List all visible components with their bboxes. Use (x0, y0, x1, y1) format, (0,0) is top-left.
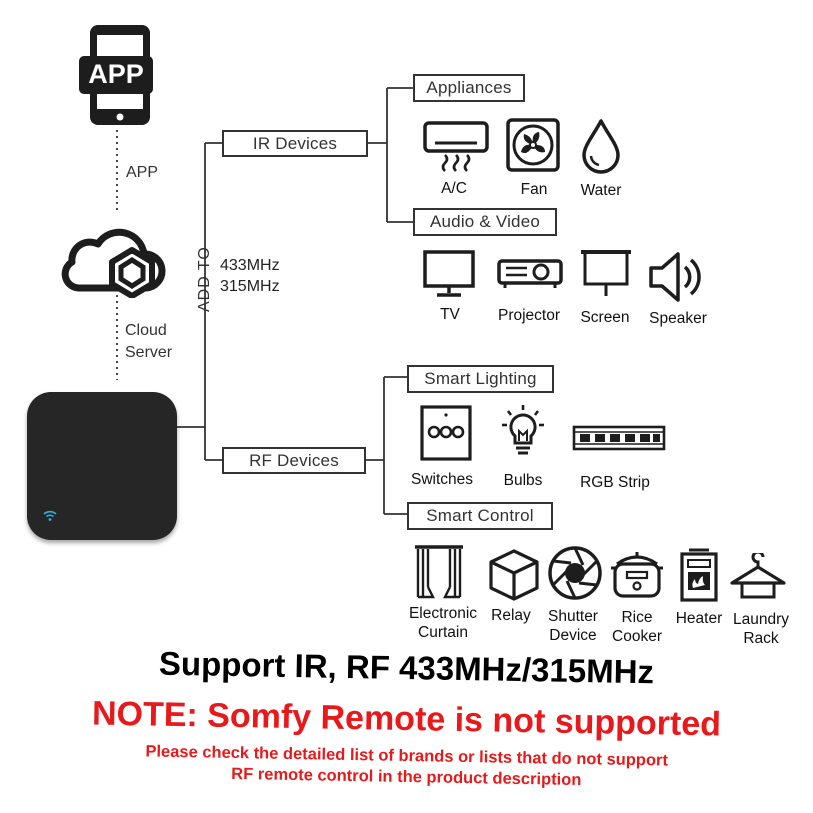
control-label-rice-line2: Cooker (605, 627, 669, 646)
audio-video-box: Audio & Video (413, 208, 557, 236)
frequency-label: 433MHz 315MHz (220, 255, 280, 297)
app-icon-text: APP (79, 59, 153, 90)
curtain-icon (413, 543, 465, 606)
projection-screen-icon (579, 248, 633, 305)
control-label-relay-line1: Relay (484, 606, 538, 625)
lighting-label-switches: Switches (402, 470, 482, 489)
av-label-tv: TV (430, 305, 470, 324)
av-label-speaker: Speaker (640, 309, 716, 328)
control-label-curtain-line1: Electronic (398, 604, 488, 623)
control-label-curtain: Electronic Curtain (398, 604, 488, 642)
relay-cube-icon (488, 548, 540, 607)
control-label-shutter-line1: Shutter (538, 607, 608, 626)
control-label-rice-cooker: Rice Cooker (605, 608, 669, 646)
control-label-heater: Heater (668, 609, 730, 628)
appliance-label-fan: Fan (508, 180, 560, 199)
tv-icon (423, 250, 475, 303)
cloud-label-line1: Cloud (125, 320, 172, 342)
lighting-label-rgb-strip: RGB Strip (568, 473, 662, 492)
appliance-label-water: Water (571, 181, 631, 200)
av-label-projector: Projector (483, 306, 575, 325)
cloud-server-label: Cloud Server (125, 320, 172, 364)
smart-lighting-box: Smart Lighting (407, 365, 554, 393)
projector-icon (497, 257, 563, 294)
wifi-led-icon (43, 510, 57, 522)
rice-cooker-icon (609, 546, 665, 607)
control-label-laundry-line2: Rack (726, 629, 796, 648)
control-label-laundry-rack: Laundry Rack (726, 610, 796, 648)
smart-control-box: Smart Control (407, 502, 553, 530)
rgb-strip-icon (572, 425, 666, 456)
wall-switch-icon (420, 405, 472, 466)
control-label-laundry-line1: Laundry (726, 610, 796, 629)
shutter-aperture-icon (547, 545, 603, 606)
phone-app-icon: APP (79, 24, 153, 128)
rf-devices-box: RF Devices (222, 447, 366, 474)
control-label-curtain-line2: Curtain (398, 623, 488, 642)
cloud-label-line2: Server (125, 342, 172, 364)
ir-rf-hub-device (27, 392, 177, 540)
control-label-shutter: Shutter Device (538, 607, 608, 645)
heater-icon (679, 548, 719, 609)
appliance-label-ac: A/C (426, 179, 482, 198)
laundry-rack-hanger-icon (728, 553, 788, 606)
frequency-433: 433MHz (220, 255, 280, 276)
control-label-shutter-line2: Device (538, 626, 608, 645)
appliances-box: Appliances (413, 74, 525, 102)
air-conditioner-icon (423, 121, 489, 178)
frequency-315: 315MHz (220, 276, 280, 297)
speaker-icon (648, 250, 706, 309)
control-label-heater-line1: Heater (668, 609, 730, 628)
control-label-relay: Relay (484, 606, 538, 625)
light-bulb-icon (500, 403, 546, 466)
ir-devices-box: IR Devices (222, 130, 368, 157)
app-link-label: APP (126, 162, 158, 184)
add-to-label: ADD TO (196, 246, 214, 312)
cloud-server-icon (58, 222, 166, 298)
lighting-label-bulbs: Bulbs (495, 471, 551, 490)
fan-icon (506, 118, 560, 177)
control-label-rice-line1: Rice (605, 608, 669, 627)
av-label-screen: Screen (573, 308, 637, 327)
water-drop-icon (581, 118, 621, 179)
